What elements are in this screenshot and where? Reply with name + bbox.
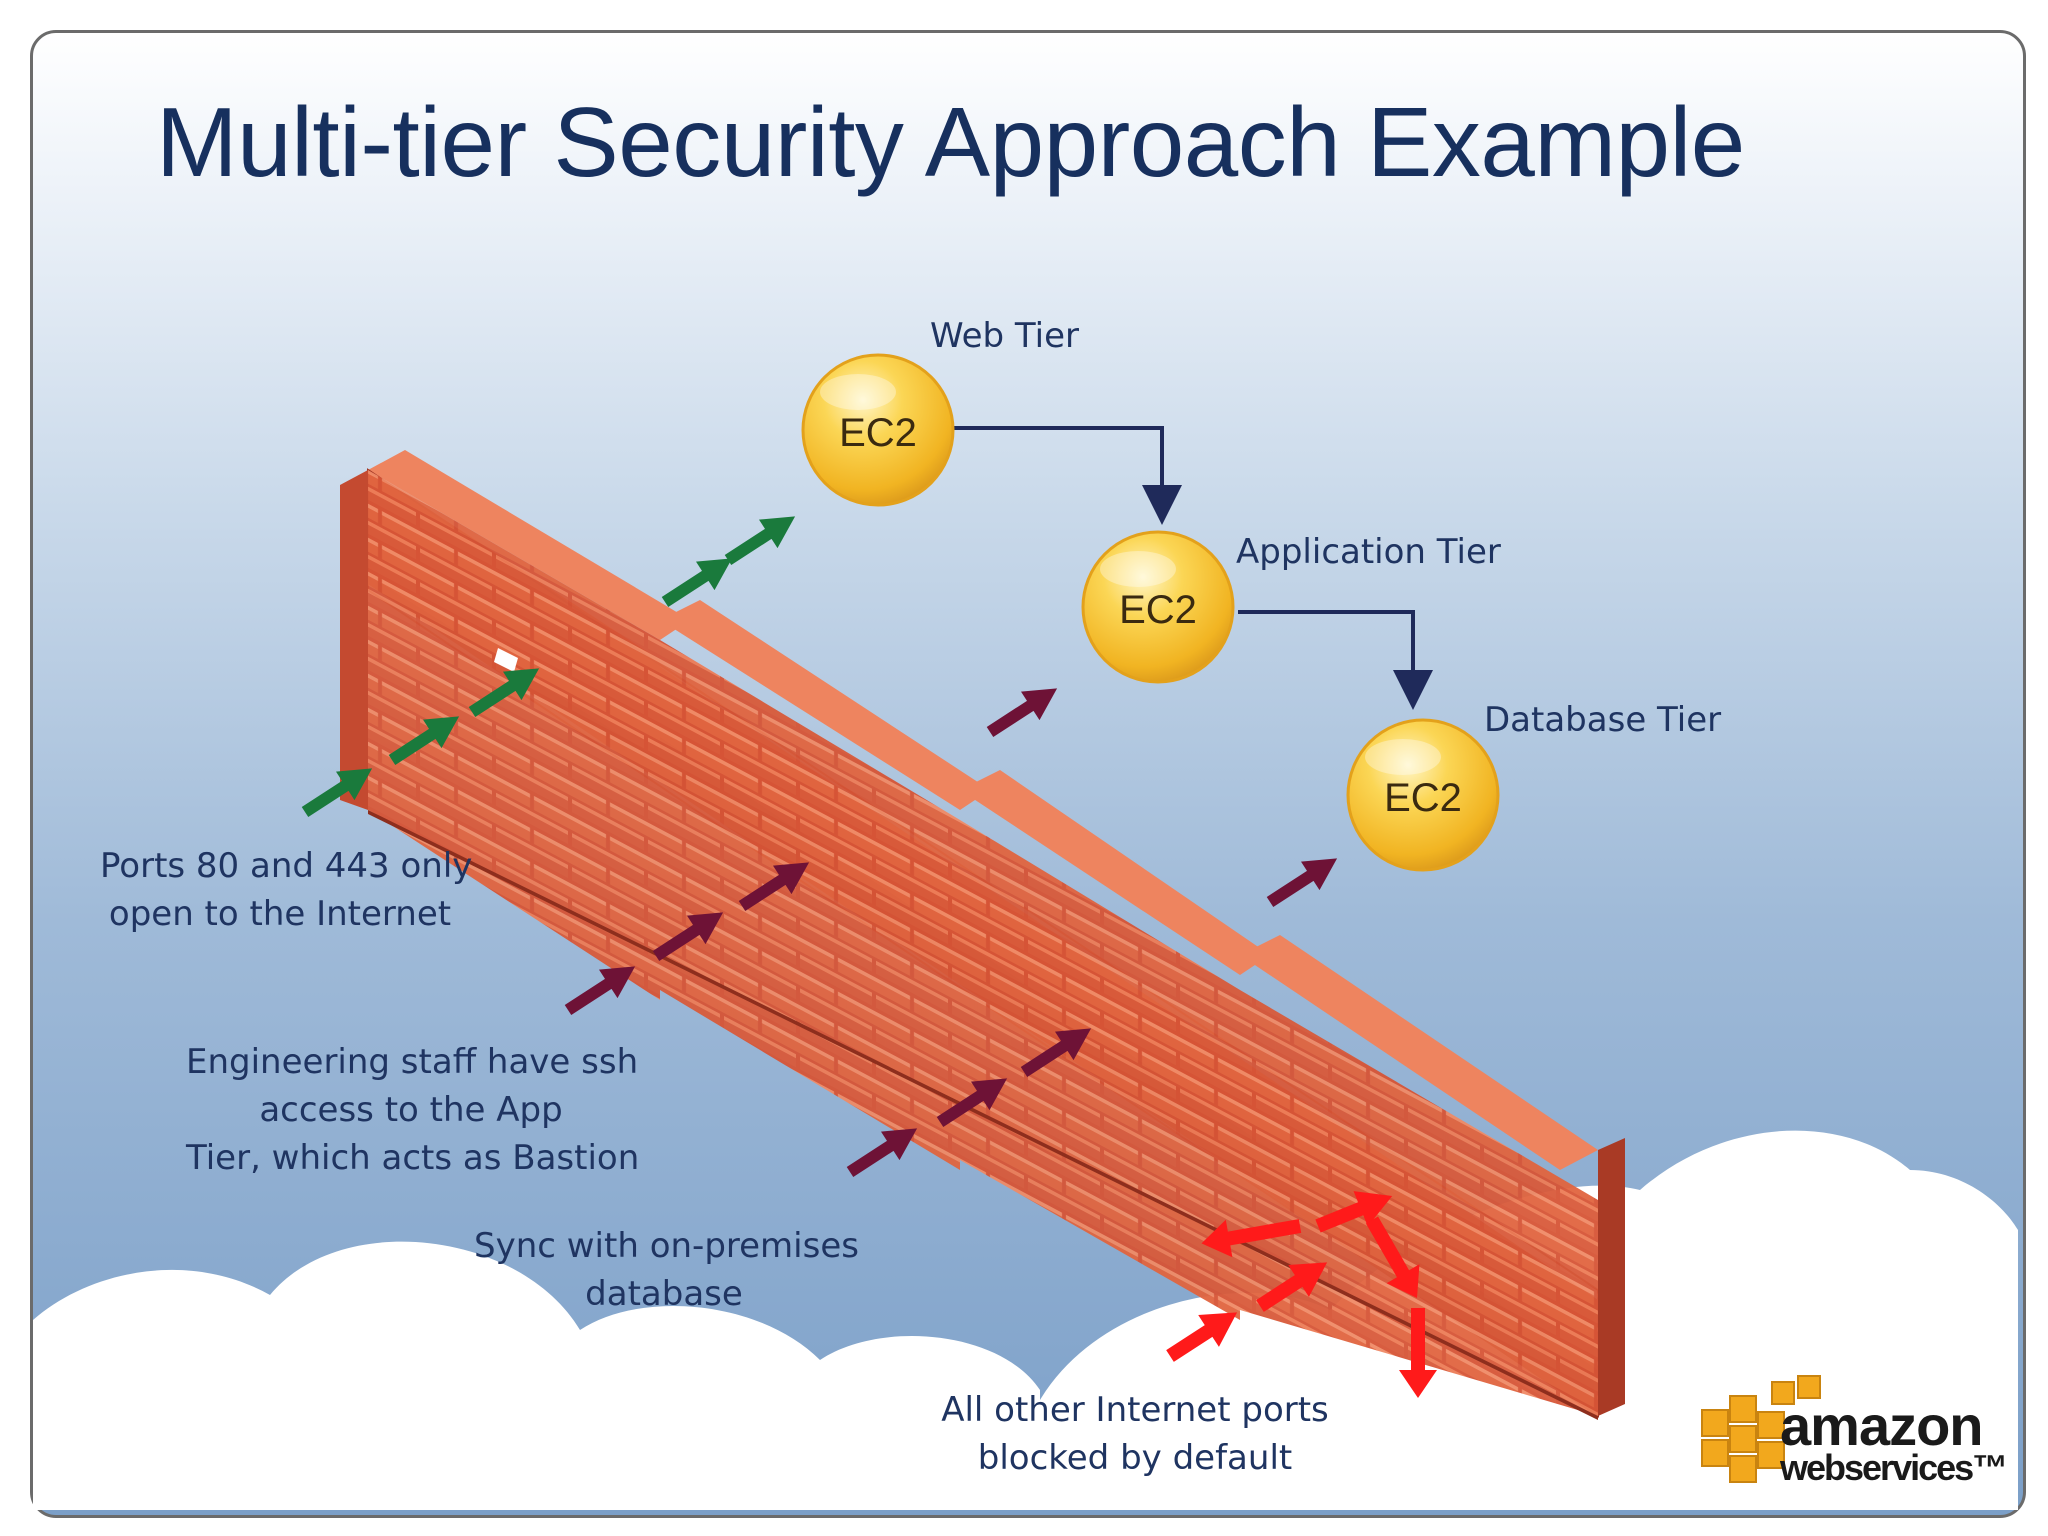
ssh-note-line: Tier, which acts as Bastion (186, 1138, 640, 1178)
ec2-app-label: EC2 (1119, 588, 1197, 632)
green-arrow (661, 558, 733, 608)
maroon-arrow (652, 912, 724, 962)
aws-logo-line2: webservices™ (1780, 1447, 2008, 1488)
red-arrow (1315, 1191, 1393, 1233)
aws-logo-cubes (1701, 1375, 1821, 1483)
ec2-web (801, 353, 955, 507)
maroon-arrow (738, 862, 810, 912)
connector-app-to-db (1238, 610, 1433, 710)
ec2-web-label: EC2 (839, 411, 917, 455)
maroon-arrow (936, 1078, 1008, 1128)
ssh-note-line: access to the App (259, 1090, 563, 1130)
app-tier-label: Application Tier (1236, 532, 1501, 572)
maroon-arrow (1020, 1028, 1092, 1078)
page-title: Multi-tier Security Approach Example (156, 87, 1745, 197)
ec2-db-label: EC2 (1384, 776, 1462, 820)
green-arrow (388, 716, 460, 766)
ssh-note-line: Engineering staff have ssh (186, 1042, 639, 1082)
red-arrow-bounce (1399, 1308, 1437, 1398)
connector-web-to-app (952, 426, 1182, 525)
red-arrow (1166, 1312, 1238, 1362)
allowed-traffic-arrows (301, 516, 796, 818)
red-arrow-bounce (1365, 1216, 1420, 1298)
aws-logo: amazon webservices™ (1780, 1394, 2008, 1488)
sync-note: Sync with on-premises database (474, 1222, 859, 1318)
maroon-arrow (846, 1128, 918, 1178)
blocked-traffic-arrows (1166, 1191, 1437, 1398)
blocked-note-line: blocked by default (977, 1438, 1293, 1478)
web-tier-label: Web Tier (930, 316, 1079, 356)
ec2-app (1081, 530, 1235, 684)
green-arrow (724, 516, 796, 566)
blocked-note: All other Internet ports blocked by defa… (930, 1386, 1340, 1482)
ec2-db (1346, 718, 1500, 872)
green-arrow (468, 668, 540, 718)
aws-logo-line1: amazon (1780, 1394, 1984, 1457)
red-arrow-bounce (1201, 1219, 1302, 1258)
cloud-left (33, 1241, 1040, 1510)
tier-connectors (952, 426, 1433, 710)
sync-note-line: Sync with on-premises (474, 1226, 859, 1266)
maroon-arrow (1266, 858, 1338, 908)
db-tier-label: Database Tier (1484, 700, 1722, 740)
internal-traffic-arrows (564, 688, 1338, 1178)
maroon-arrow (564, 966, 636, 1016)
blocked-note-line: All other Internet ports (941, 1390, 1329, 1430)
ports-note-line: Ports 80 and 443 only (100, 846, 473, 886)
red-arrow (1256, 1262, 1328, 1312)
maroon-arrow (986, 688, 1058, 738)
ports-note: Ports 80 and 443 only open to the Intern… (100, 842, 473, 938)
firewall-brick-wall (340, 450, 1625, 1420)
ports-note-line: open to the Internet (108, 894, 452, 934)
sync-note-line: database (585, 1274, 743, 1314)
green-arrow (301, 768, 373, 818)
ssh-note: Engineering staff have ssh access to the… (186, 1038, 640, 1182)
